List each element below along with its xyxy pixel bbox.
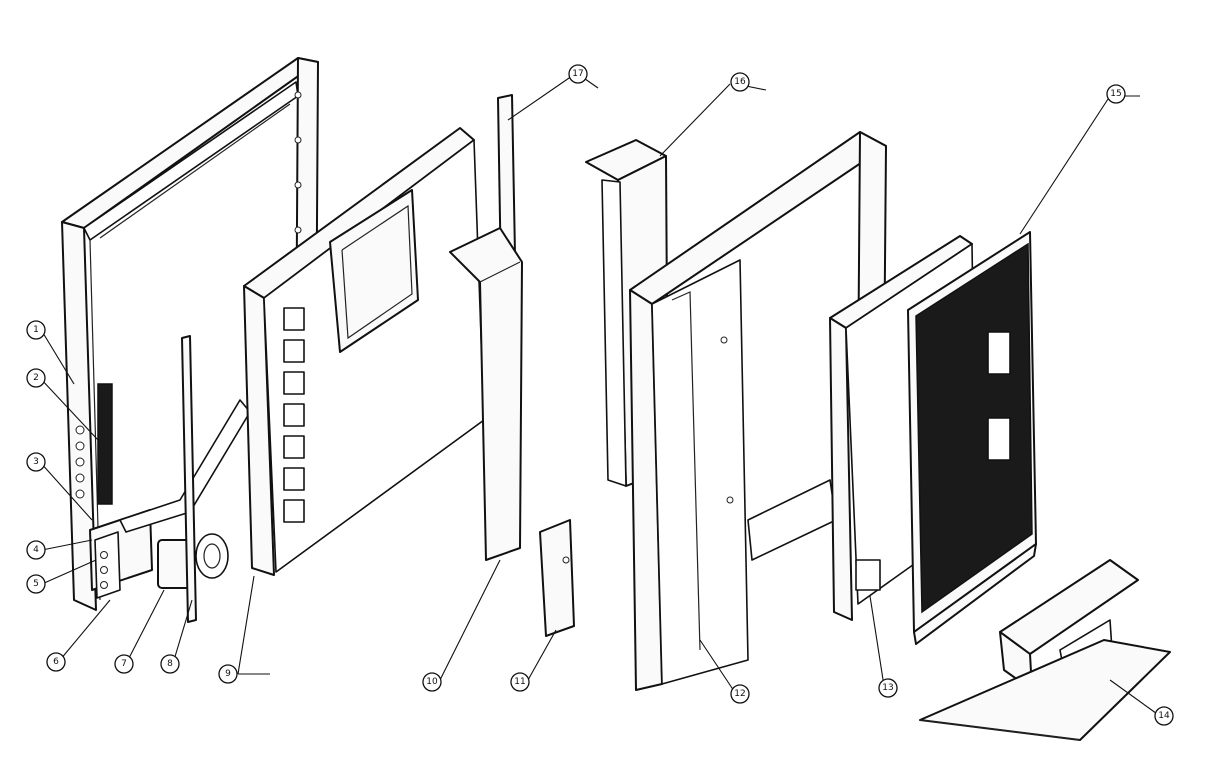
svg-text:10: 10 — [426, 677, 438, 687]
callout-14: 14 — [1154, 706, 1174, 726]
svg-text:12: 12 — [734, 689, 745, 699]
callout-5: 5 — [26, 574, 46, 594]
svg-text:1: 1 — [33, 325, 39, 335]
svg-text:4: 4 — [33, 545, 39, 555]
callout-11: 11 — [510, 672, 530, 692]
keypad-strip — [75, 383, 113, 505]
callouts: 1 2 3 4 5 6 — [26, 64, 1174, 726]
callout-17: 17 — [568, 64, 588, 84]
svg-text:17: 17 — [572, 69, 583, 79]
small-bracket — [539, 519, 575, 637]
svg-text:13: 13 — [882, 683, 893, 693]
callout-13: 13 — [878, 678, 898, 698]
svg-text:8: 8 — [167, 659, 173, 669]
svg-text:2: 2 — [33, 373, 39, 383]
svg-text:3: 3 — [33, 457, 39, 467]
svg-text:6: 6 — [53, 657, 59, 667]
callout-3: 3 — [26, 452, 46, 472]
callout-4: 4 — [26, 540, 46, 560]
callout-16: 16 — [730, 72, 750, 92]
back-cover — [629, 131, 887, 691]
speaker — [157, 533, 229, 589]
callout-7: 7 — [114, 654, 134, 674]
callout-10: 10 — [422, 672, 442, 692]
rear-support-rail — [449, 94, 523, 561]
callout-8: 8 — [160, 654, 180, 674]
stand-base — [919, 559, 1171, 741]
svg-text:15: 15 — [1110, 89, 1121, 99]
lcd-panel — [907, 231, 1037, 645]
callout-15: 15 — [1106, 84, 1126, 104]
svg-text:11: 11 — [514, 677, 525, 687]
svg-text:5: 5 — [33, 579, 39, 589]
callout-1: 1 — [26, 320, 46, 340]
chassis-slots — [283, 307, 305, 523]
callout-6: 6 — [46, 652, 66, 672]
main-chassis — [243, 127, 485, 576]
callout-12: 12 — [730, 684, 750, 704]
svg-text:14: 14 — [1158, 711, 1170, 721]
callout-2: 2 — [26, 368, 46, 388]
callout-9: 9 — [218, 664, 238, 684]
svg-text:9: 9 — [225, 669, 231, 679]
svg-text:16: 16 — [734, 77, 746, 87]
vertical-rail-left — [181, 335, 197, 623]
svg-text:7: 7 — [121, 659, 127, 669]
